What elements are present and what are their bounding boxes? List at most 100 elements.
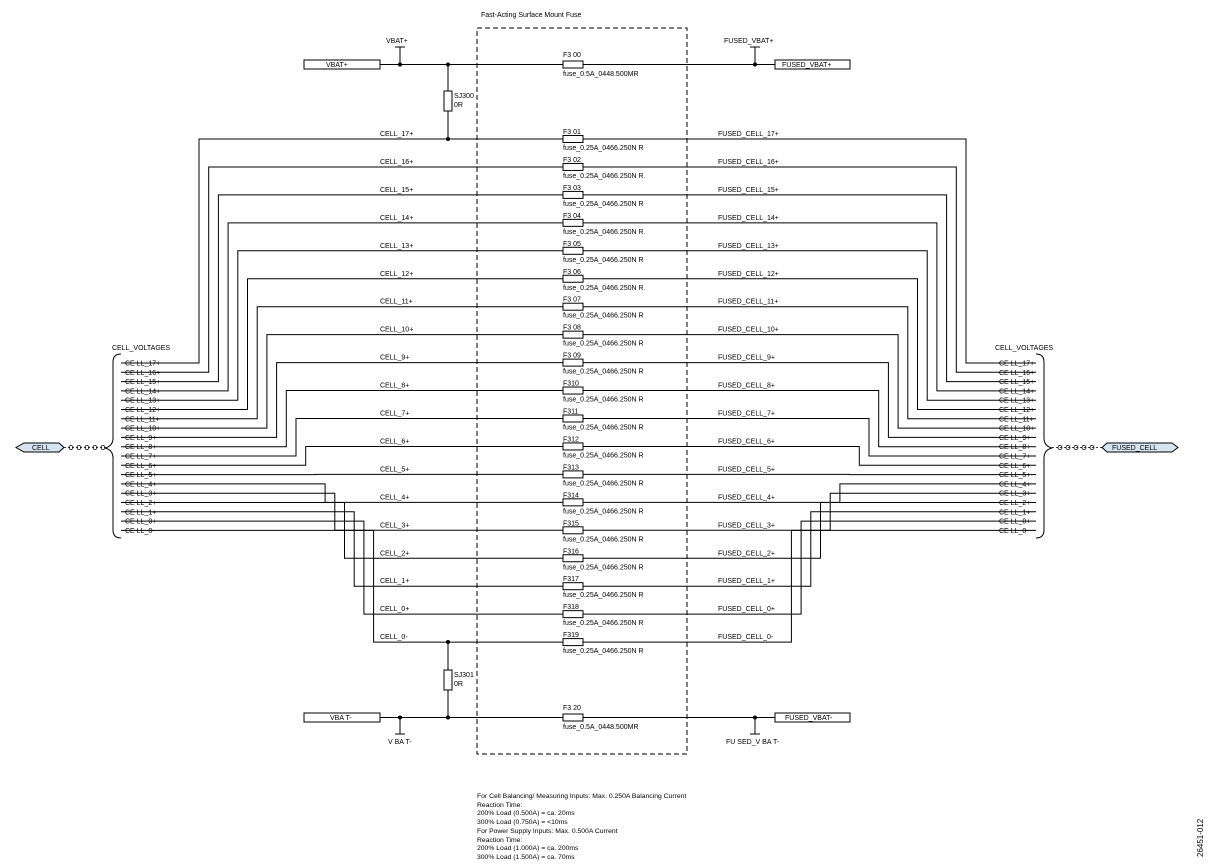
right-bus-entry: CE LL_6+ (999, 463, 1030, 470)
right-bus-entry: CE LL_7+ (999, 454, 1030, 461)
fuse-ref: F310 (563, 381, 579, 388)
fuse-value: fuse_0.25A_0466.250N R (563, 201, 644, 208)
fuse-ref: F311 (563, 409, 579, 416)
channel-net-label: CELL_10+ (380, 327, 413, 334)
left-bus-entry: CE LL_10+ (125, 426, 160, 433)
fuse-value: fuse_0.25A_0466.250N R (563, 508, 644, 515)
right-bus-entry: CE LL_16+ (999, 370, 1034, 377)
channel-net-label: CELL_6+ (380, 438, 409, 445)
jumper-sj300-ref: SJ300 (454, 93, 474, 100)
fuse-symbol (562, 274, 584, 283)
fuse-symbol (562, 135, 584, 143)
right-bus-entry: CE LL_12+ (999, 407, 1034, 414)
fuse-ref: F3 08 (563, 325, 581, 332)
fuse-symbol (562, 330, 584, 339)
left-bus-entry: CE LL_17+ (125, 361, 160, 368)
channel-wire-right (583, 222, 1036, 392)
fuse-ref: F3 04 (563, 213, 581, 220)
channel-wire-right (583, 390, 1036, 448)
channel-wire-left (121, 306, 563, 420)
right-bus-entry: CE LL_0- (999, 528, 1029, 535)
vbat-plus-net-label: VBAT+ (386, 38, 408, 45)
channel-wire-right (583, 511, 1036, 587)
note-line: Reaction Time: (477, 836, 523, 844)
fuse-ref: F3 09 (563, 353, 581, 360)
fused-vbat-minus-port-label: FUSED_VBAT- (785, 715, 833, 722)
channel-net-label: CELL_14+ (380, 215, 413, 222)
fused-net-label: FUSED_CELL_7+ (718, 411, 775, 418)
fuse-value: fuse_0.25A_0466.250N R (563, 648, 644, 655)
fuse-symbol (562, 302, 584, 311)
junction-dot (753, 62, 757, 67)
fuse-value: fuse_0.25A_0466.250N R (563, 425, 644, 432)
channel-wire-left (121, 138, 563, 364)
fused-net-label: FUSED_CELL_2+ (718, 550, 775, 557)
fuse-value: fuse_0.25A_0466.250N R (563, 341, 644, 348)
channel-net-label: CELL_5+ (380, 466, 409, 473)
fused-net-label: FUSED_CELL_4+ (718, 494, 775, 501)
left-bus-entry: CE LL_1+ (125, 509, 156, 516)
fused-net-label: FUSED_CELL_8+ (718, 383, 775, 390)
left-bus-entry: CE LL_2+ (125, 500, 156, 507)
channel-wire-left (121, 445, 563, 466)
fuse-symbol (562, 582, 584, 591)
note-line: 200% Load (1.000A) = ca. 200ms (477, 845, 579, 853)
channel-net-label: CELL_3+ (380, 522, 409, 529)
fused-vbat-plus-port[interactable] (774, 59, 851, 70)
left-bus-entry: CE LL_16+ (125, 370, 160, 377)
fuse-ref: F3 05 (563, 241, 581, 248)
fused-net-label: FUSED_CELL_16+ (718, 159, 779, 166)
channel-net-label: CELL_4+ (380, 494, 409, 501)
vbat-minus-port[interactable] (303, 712, 381, 723)
left-bus-entry: CE LL_12+ (125, 407, 160, 414)
channel-wire-right (583, 362, 1036, 438)
cell-bus-port-label: CELL (32, 445, 50, 452)
fused-vbat-minus-port[interactable] (774, 712, 851, 723)
fuse-ref: F312 (563, 436, 579, 443)
channel-wire-left (121, 278, 563, 410)
fuse-symbol (562, 358, 584, 367)
fuse-f300-value: fuse_0.5A_0448.500MR (563, 71, 639, 78)
fused-cell-bus-port[interactable] (1101, 442, 1179, 453)
left-bus-entry: CE LL_15+ (125, 379, 160, 386)
fuse-ref: F3 03 (563, 185, 581, 192)
right-bus-brace (1035, 353, 1053, 539)
right-bus-entry: CE LL_13+ (999, 398, 1034, 405)
figure-id: 26451-012 (1196, 818, 1205, 857)
channel-wire-right (583, 250, 1036, 401)
fuse-ref: F3 06 (563, 269, 581, 276)
vbat-plus-port[interactable] (303, 59, 381, 70)
vbat-plus-port-label: VBAT+ (326, 62, 348, 69)
junction-dot (753, 715, 757, 720)
channel-wire-left (121, 520, 563, 615)
fuse-symbol (562, 190, 584, 199)
left-bus-entry: CE LL_14+ (125, 388, 160, 395)
vbat-minus-net-label: V BA T- (388, 739, 412, 746)
note-line: Reaction Time: (477, 801, 523, 809)
fuse-f320-value: fuse_0.5A_0448.500MR (563, 724, 639, 731)
channel-net-label: CELL_11+ (380, 299, 413, 306)
fused-net-label: FUSED_CELL_5+ (718, 466, 775, 473)
fuse-f300 (562, 60, 584, 69)
fuse-value: fuse_0.25A_0466.250N R (563, 313, 644, 320)
right-bus-entry: CE LL_5+ (999, 472, 1030, 479)
note-line: 300% Load (0.750A) = <10ms (477, 819, 568, 827)
right-bus-entry: CE LL_10+ (999, 426, 1034, 433)
right-bus-entry: CE LL_17+ (999, 361, 1034, 368)
fuse-value: fuse_0.25A_0466.250N R (563, 620, 644, 627)
left-bus-entry: CE LL_13+ (125, 398, 160, 405)
top-rail (303, 46, 851, 139)
jumper-sj301-value: 0R (454, 681, 463, 688)
fuse-ref: F3 07 (563, 297, 581, 304)
channel-wire-left (121, 194, 563, 383)
cell-channel: CELL_11+ F3 07 fuse_0.25A_0466.250N R FUSED… (121, 297, 1036, 420)
